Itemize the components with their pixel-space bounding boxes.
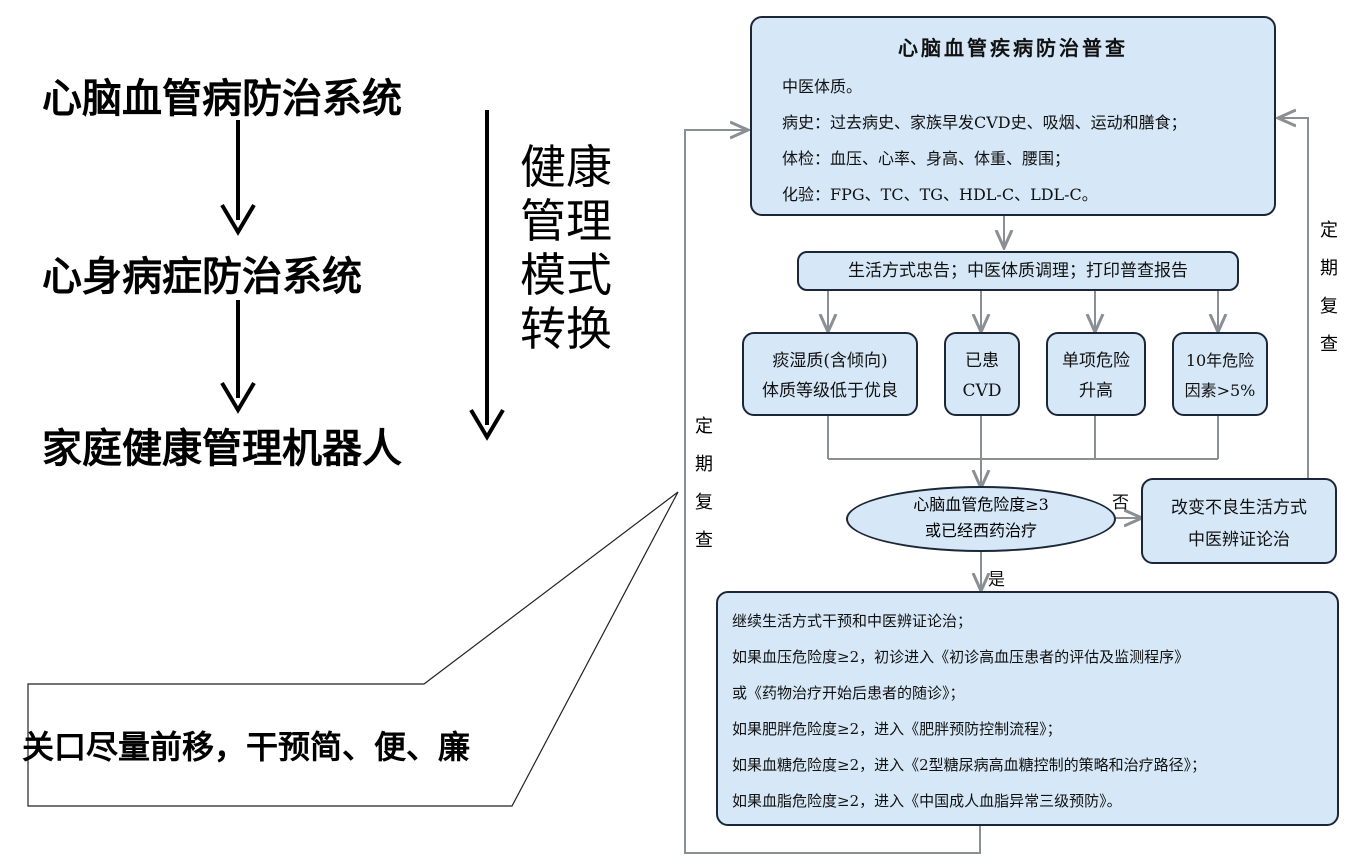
side-label-char: 转 (520, 302, 566, 356)
category-line: CVD (962, 381, 1002, 401)
lifestyle-box: 改变不良生活方式 中医辨证论治 (1141, 478, 1337, 564)
advice-box: 生活方式忠告；中医体质调理；打印普查报告 (797, 251, 1239, 291)
decision-line: 心脑血管危险度≥3 (913, 495, 1049, 514)
yes-label: 是 (988, 570, 1005, 590)
recheck-char: 查 (1320, 334, 1338, 355)
side-label-char: 康 (566, 140, 612, 194)
decision-ellipse: 心脑血管危险度≥3 或已经西药治疗 (846, 486, 1116, 552)
category-line: 体质等级低于优良 (762, 381, 898, 401)
intervention-line: 继续生活方式干预和中医辨证论治； (732, 612, 973, 630)
hierarchy-arrows (220, 110, 505, 441)
recheck-char: 复 (1320, 296, 1338, 317)
side-label-char: 换 (566, 302, 612, 356)
category-line: 痰湿质(含倾向) (772, 351, 888, 371)
lifestyle-line: 中医辨证论治 (1188, 530, 1290, 550)
side-label-char: 管 (520, 194, 566, 248)
side-label-char: 模 (520, 248, 566, 302)
category-box-10yr-risk: 10年危险 因素>5% (1172, 332, 1268, 416)
screening-box: 心脑血管疾病防治普查 中医体质。 病史：过去病史、家族早发CVD史、吸烟、运动和… (750, 16, 1276, 216)
side-label-char: 健 (520, 140, 566, 194)
callout-text: 关口尽量前移，干预简、便、廉 (22, 728, 471, 766)
screening-line: 病史：过去病史、家族早发CVD史、吸烟、运动和膳食； (782, 113, 1187, 132)
left-recheck-label: 定 期 复 查 (692, 408, 716, 560)
screening-title: 心脑血管疾病防治普查 (898, 36, 1128, 60)
recheck-char: 定 (695, 416, 713, 437)
level3-title: 家庭健康管理机器人 (42, 426, 402, 472)
category-box-single-risk: 单项危险 升高 (1046, 332, 1146, 416)
category-box-phlegm: 痰湿质(含倾向) 体质等级低于优良 (742, 332, 918, 416)
recheck-char: 查 (695, 530, 713, 551)
side-label: 健康 管理 模式 转换 (516, 140, 616, 356)
recheck-char: 期 (1320, 258, 1338, 279)
screening-line: 化验：FPG、TC、TG、HDL-C、LDL-C。 (782, 185, 1098, 204)
recheck-char: 期 (695, 454, 713, 475)
category-line: 因素>5% (1184, 381, 1256, 400)
advice-text: 生活方式忠告；中医体质调理；打印普查报告 (848, 261, 1188, 281)
category-line: 10年危险 (1185, 351, 1255, 370)
recheck-char: 复 (695, 492, 713, 513)
no-label: 否 (1112, 493, 1129, 513)
screening-line: 体检：血压、心率、身高、体重、腰围； (782, 149, 1071, 168)
callout-shape (27, 491, 679, 807)
intervention-line: 如果血脂危险度≥2，进入《中国成人血脂异常三级预防》。 (732, 792, 1122, 810)
recheck-char: 定 (1320, 220, 1338, 241)
level2-title: 心身病症防治系统 (42, 254, 362, 300)
intervention-box: 继续生活方式干预和中医辨证论治； 如果血压危险度≥2，初诊进入《初诊高血压患者的… (716, 591, 1339, 826)
category-line: 已患 (965, 351, 999, 371)
level1-title: 心脑血管病防治系统 (42, 76, 402, 122)
lifestyle-line: 改变不良生活方式 (1171, 498, 1307, 518)
intervention-line: 如果血糖危险度≥2，进入《2型糖尿病高血糖控制的策略和治疗路径》； (732, 756, 1207, 774)
right-recheck-label: 定 期 复 查 (1317, 212, 1341, 364)
screening-line: 中医体质。 (782, 77, 863, 96)
category-box-cvd: 已患 CVD (944, 332, 1020, 416)
category-line: 单项危险 (1062, 351, 1130, 371)
decision-line: 或已经西药治疗 (924, 521, 1037, 540)
side-label-char: 理 (566, 194, 612, 248)
side-label-char: 式 (566, 248, 612, 302)
intervention-line: 或《药物治疗开始后患者的随诊》； (732, 684, 965, 702)
category-line: 升高 (1079, 381, 1113, 401)
intervention-line: 如果肥胖危险度≥2，进入《肥胖预防控制流程》； (732, 720, 1062, 738)
intervention-line: 如果血压危险度≥2，初诊进入《初诊高血压患者的评估及监测程序》 (732, 648, 1190, 666)
